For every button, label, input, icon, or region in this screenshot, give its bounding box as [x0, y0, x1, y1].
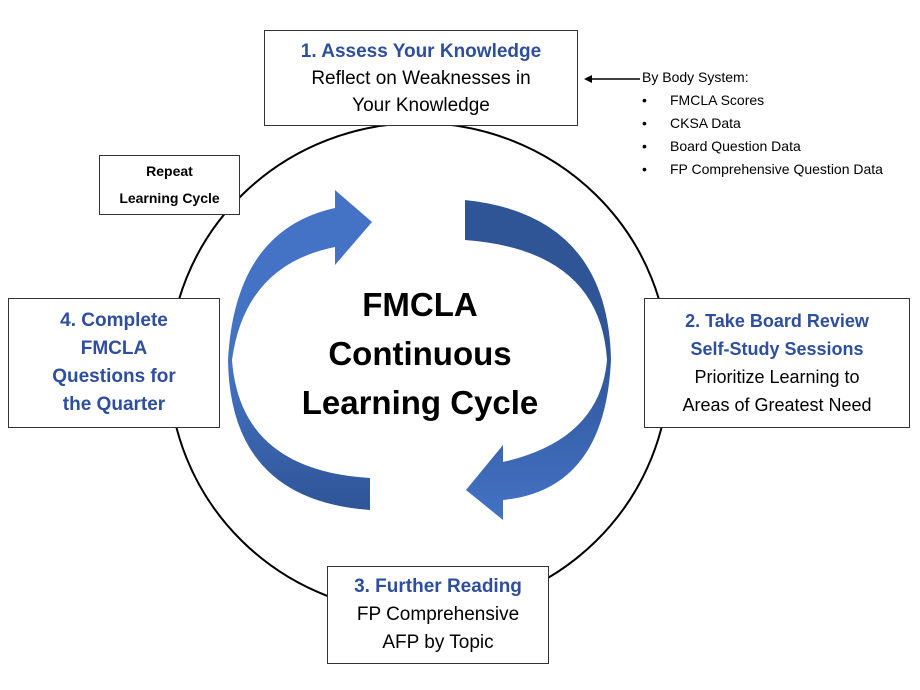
- step-3-line: AFP by Topic: [382, 632, 494, 653]
- center-title-line: Continuous: [328, 335, 512, 372]
- step-1-box: 1. Assess Your Knowledge Reflect on Weak…: [264, 30, 578, 126]
- step-2-title: 2. Take Board Review: [685, 311, 869, 331]
- side-note-item: Board Question Data: [642, 135, 883, 158]
- repeat-cycle-box: Repeat Learning Cycle: [99, 155, 240, 215]
- side-note-item: FMCLA Scores: [642, 89, 883, 112]
- step-4-box: 4. Complete FMCLA Questions for the Quar…: [8, 298, 220, 428]
- center-title: FMCLA Continuous Learning Cycle: [300, 280, 540, 427]
- pointer-arrowhead: [584, 75, 592, 83]
- step-3-title: 3. Further Reading: [354, 576, 522, 597]
- step-2-line: Prioritize Learning to: [694, 367, 860, 387]
- repeat-line: Repeat: [146, 163, 193, 179]
- step-1-title: 1. Assess Your Knowledge: [300, 40, 542, 62]
- step-1-line: Your Knowledge: [352, 94, 490, 116]
- step-3-line: FP Comprehensive: [356, 604, 520, 625]
- side-note-heading: By Body System:: [642, 69, 749, 85]
- step-3-box: 3. Further Reading FP Comprehensive AFP …: [327, 566, 549, 664]
- right-cycle-arrow: [465, 200, 611, 520]
- step-4-title: Questions for: [52, 366, 176, 387]
- step-2-box: 2. Take Board Review Self-Study Sessions…: [644, 298, 910, 428]
- side-note-list: FMCLA Scores CKSA Data Board Question Da…: [642, 89, 883, 181]
- step-4-title: 4. Complete: [60, 310, 168, 331]
- step-4-title: FMCLA: [80, 338, 148, 359]
- left-cycle-arrow: [228, 190, 372, 510]
- side-note: By Body System: FMCLA Scores CKSA Data B…: [642, 66, 883, 181]
- step-2-line: Areas of Greatest Need: [682, 395, 872, 415]
- step-4-title: the Quarter: [62, 394, 166, 415]
- step-2-title: Self-Study Sessions: [690, 339, 864, 359]
- step-1-line: Reflect on Weaknesses in: [311, 67, 531, 89]
- side-note-item: FP Comprehensive Question Data: [642, 158, 883, 181]
- side-note-item: CKSA Data: [642, 112, 883, 135]
- center-title-line: Learning Cycle: [301, 384, 539, 421]
- center-title-line: FMCLA: [362, 286, 478, 323]
- repeat-line: Learning Cycle: [119, 190, 220, 206]
